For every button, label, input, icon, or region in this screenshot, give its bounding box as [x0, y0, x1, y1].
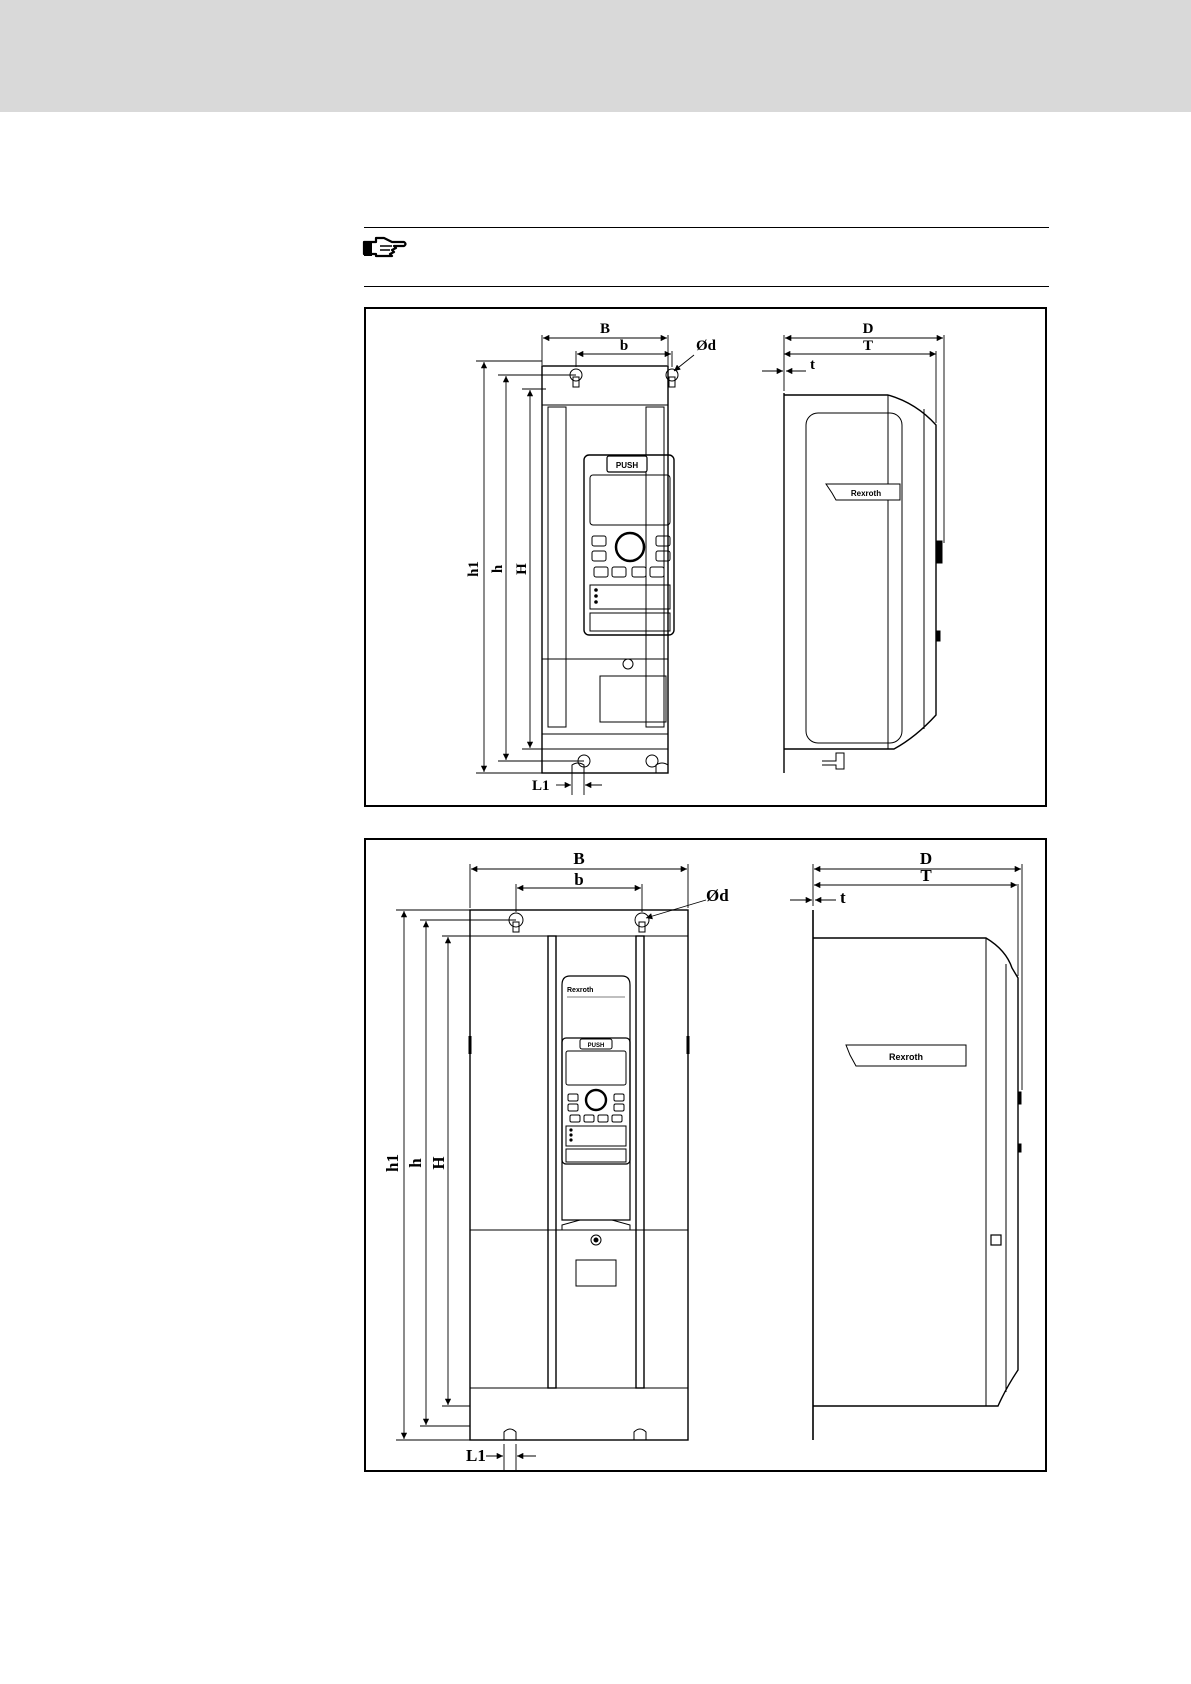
dim-label-T: T: [920, 866, 932, 885]
dim-label-b: b: [620, 338, 628, 354]
dim-label-L1: L1: [466, 1446, 486, 1465]
front-view: [542, 366, 678, 773]
dim-label-d: Ød: [696, 338, 717, 354]
dim-label-t: t: [840, 888, 846, 907]
dimension-drawing-small: Rexroth PUSH B b Ød D T t: [364, 307, 1047, 807]
push-label: PUSH: [616, 461, 638, 470]
dim-label-h: h: [406, 1158, 425, 1168]
page-header-band: [0, 0, 1191, 112]
dim-label-T: T: [863, 338, 873, 354]
small-frame-drawing: Rexroth PUSH B b Ød D T t: [366, 309, 1049, 809]
dim-label-h1: h1: [383, 1154, 402, 1172]
dim-label-H: H: [514, 563, 530, 575]
side-view: [813, 910, 1021, 1440]
dim-label-B: B: [573, 849, 584, 868]
dim-label-t: t: [810, 357, 815, 373]
note-top-rule: [364, 227, 1049, 228]
side-brand-label: Rexroth: [889, 1052, 923, 1062]
dim-label-h: h: [490, 564, 506, 573]
dim-label-b: b: [574, 870, 583, 889]
push-label: PUSH: [588, 1043, 605, 1049]
large-frame-drawing: Rexroth Rexroth PUSH B b Ø: [366, 840, 1049, 1474]
dimension-drawing-large: Rexroth Rexroth PUSH B b Ø: [364, 838, 1047, 1472]
dim-label-D: D: [863, 321, 874, 337]
dim-label-H: H: [429, 1156, 448, 1169]
front-brand-label: Rexroth: [567, 987, 593, 994]
dim-label-d: Ød: [706, 886, 729, 905]
side-view: [784, 393, 942, 773]
note-bottom-rule: [364, 286, 1049, 287]
dim-label-L1: L1: [532, 778, 550, 794]
pointing-hand-icon: [362, 234, 408, 264]
dim-label-B: B: [600, 321, 610, 337]
dim-label-h1: h1: [466, 561, 482, 577]
side-brand-label: Rexroth: [851, 489, 881, 498]
